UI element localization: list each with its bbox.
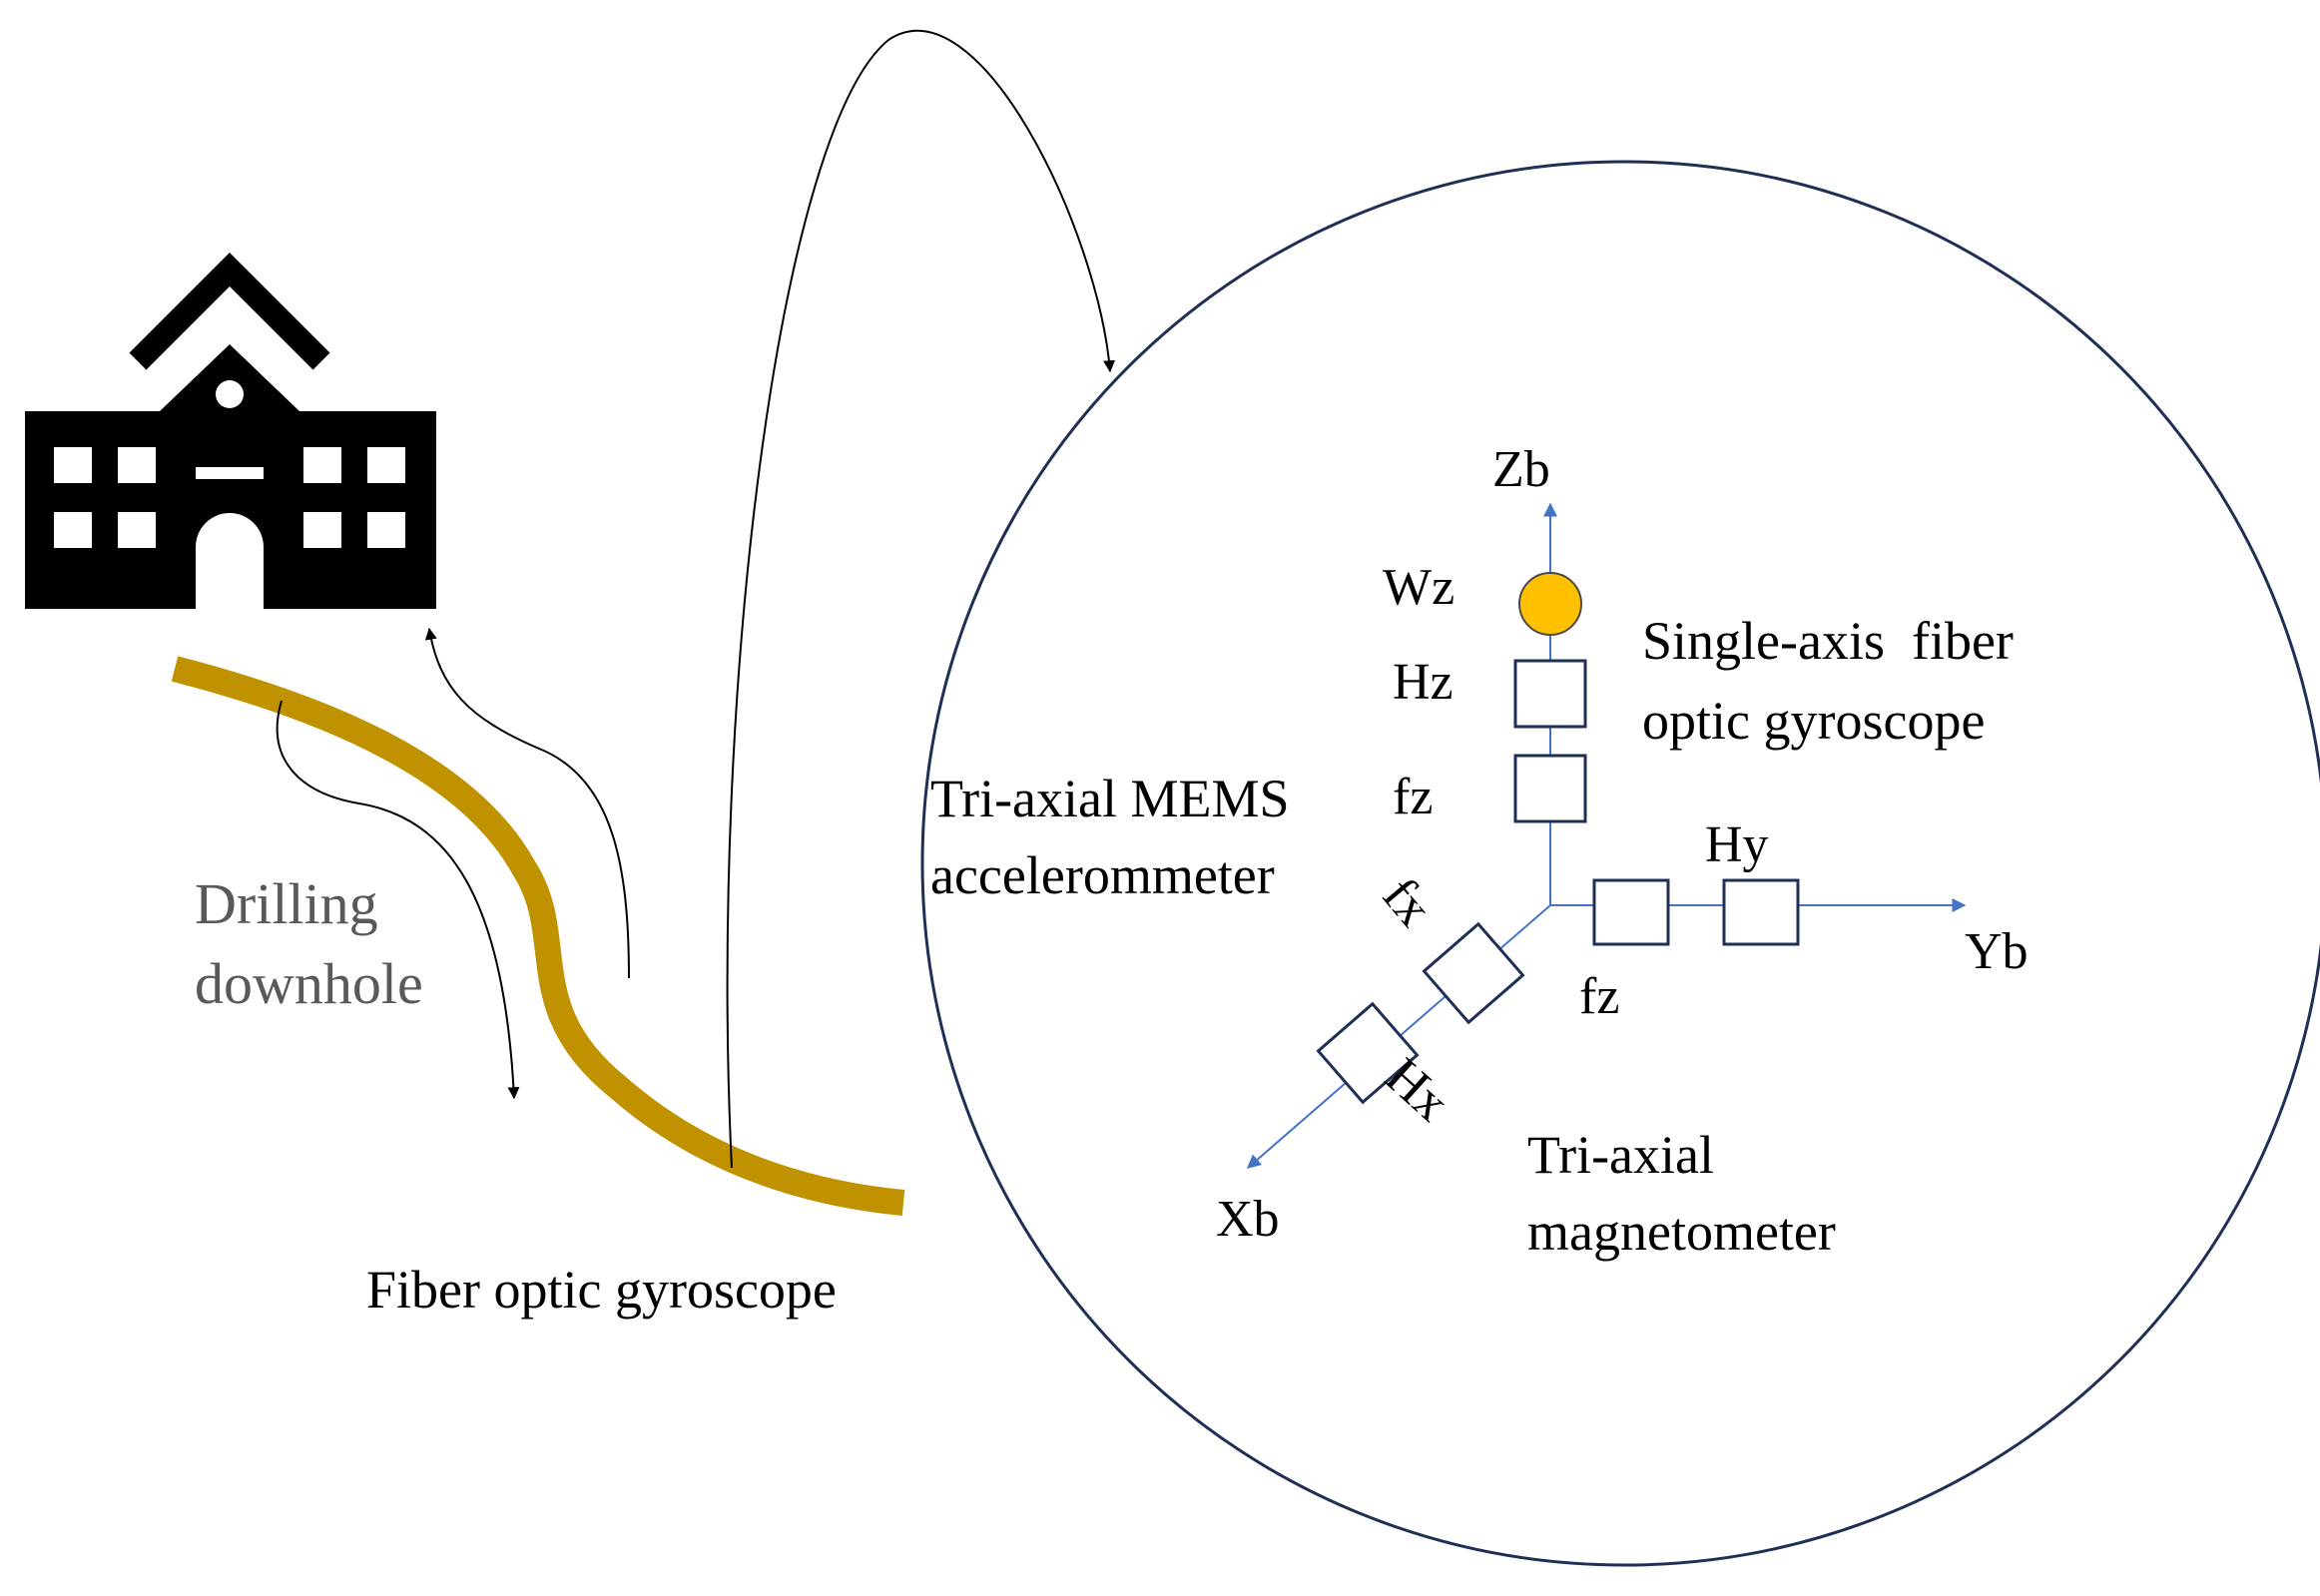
drilling-label-line2: downhole — [195, 951, 423, 1016]
hz-label: Hz — [1393, 654, 1453, 711]
school-building-icon — [25, 253, 436, 609]
mems-accelerometer-label-line2: accelerommeter — [930, 845, 1275, 905]
fz-lower-label: fz — [1579, 968, 1619, 1025]
axis-xb-label: Xb — [1216, 1191, 1280, 1248]
return-up-arrow — [424, 627, 630, 979]
magnetometer-label-line2: magnetometer — [1527, 1202, 1836, 1262]
fx-label: fx — [1372, 867, 1444, 937]
hx-sensor-box — [1316, 1001, 1420, 1105]
single-axis-gyro-label-line2: optic gyroscope — [1642, 691, 1985, 751]
hz-sensor-box — [1513, 659, 1587, 729]
gyroscope-wz-sensor — [1518, 572, 1582, 636]
zoom-circle — [920, 160, 2320, 1567]
single-axis-gyro-label-line1: Single-axis fiber — [1642, 611, 2014, 671]
fz-upper-label: fz — [1393, 769, 1433, 825]
axis-zb-label: Zb — [1492, 441, 1550, 498]
hy-label: Hy — [1705, 816, 1769, 873]
zoom-arrow — [726, 30, 1116, 1169]
drilling-down-arrow — [276, 700, 520, 1100]
mems-accelerometer-label-line1: Tri-axial MEMS — [930, 769, 1290, 828]
borehole-path — [171, 656, 905, 1216]
fz-upper-sensor-box — [1513, 754, 1587, 823]
fz-lower-sensor-box — [1592, 878, 1670, 946]
drilling-label-line1: Drilling — [195, 871, 378, 936]
magnetometer-label-line1: Tri-axial — [1527, 1125, 1714, 1185]
fx-sensor-box — [1422, 921, 1525, 1025]
fiber-optic-gyroscope-label: Fiber optic gyroscope — [366, 1260, 837, 1320]
wz-label: Wz — [1383, 559, 1454, 616]
axis-yb-label: Yb — [1965, 923, 2029, 980]
hy-sensor-box — [1722, 878, 1800, 946]
